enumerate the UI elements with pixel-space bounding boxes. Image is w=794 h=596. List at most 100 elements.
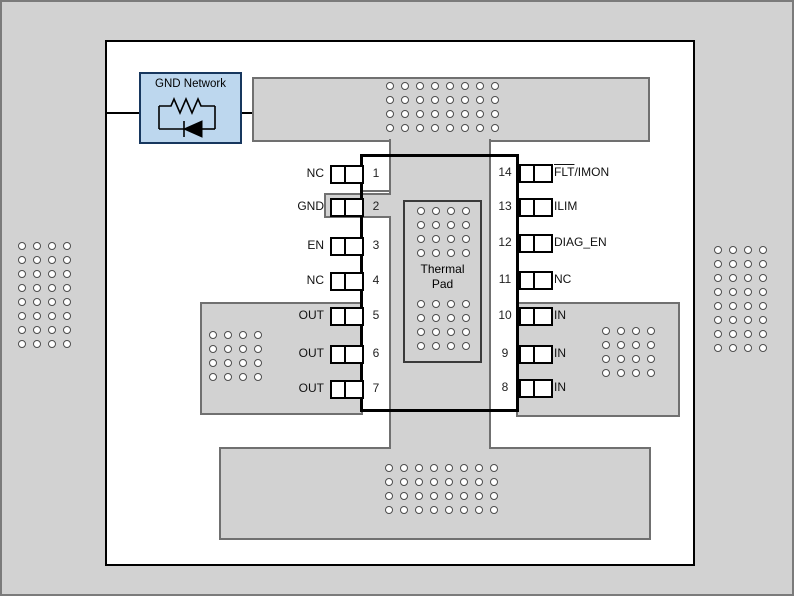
via (63, 242, 71, 250)
via (385, 464, 393, 472)
via (33, 340, 41, 348)
via (48, 340, 56, 348)
via (63, 326, 71, 334)
pad-divider (533, 200, 535, 215)
pin-number-2: 2 (372, 199, 380, 213)
pin-pad-9 (519, 345, 553, 364)
via (400, 506, 408, 514)
via (632, 327, 640, 335)
via (714, 302, 722, 310)
thermal-pad-label: Thermal Pad (420, 262, 465, 291)
via (430, 478, 438, 486)
via (759, 246, 767, 254)
via (461, 96, 469, 104)
via (759, 344, 767, 352)
pin-pad-13 (519, 198, 553, 217)
via (416, 96, 424, 104)
via (432, 328, 440, 336)
via (432, 300, 440, 308)
via (63, 312, 71, 320)
via (714, 288, 722, 296)
pin1-corner-outline (363, 157, 391, 192)
via (647, 327, 655, 335)
via (445, 492, 453, 500)
via (416, 124, 424, 132)
via (385, 478, 393, 486)
pin-label-8-in: IN (554, 380, 566, 394)
via (239, 373, 247, 381)
via (476, 96, 484, 104)
via (617, 369, 625, 377)
via (632, 369, 640, 377)
via (33, 256, 41, 264)
pin-pad-4 (330, 272, 364, 291)
via (729, 330, 737, 338)
via (385, 492, 393, 500)
pin-number-7: 7 (372, 381, 380, 395)
via (714, 330, 722, 338)
via (63, 284, 71, 292)
via (462, 314, 470, 322)
pin-label-12-diag-en: DIAG_EN (554, 235, 607, 249)
via (385, 506, 393, 514)
via (476, 124, 484, 132)
pin-pad-6 (330, 345, 364, 364)
pin-number-5: 5 (372, 308, 380, 322)
via (714, 260, 722, 268)
via (401, 82, 409, 90)
pin-number-12: 12 (498, 235, 512, 249)
via (490, 464, 498, 472)
via (759, 316, 767, 324)
pin-number-10: 10 (498, 308, 512, 322)
via (48, 256, 56, 264)
gnd-pour-stem-top (389, 139, 491, 157)
via (462, 221, 470, 229)
via (490, 506, 498, 514)
via (48, 242, 56, 250)
gnd-wire-right (242, 112, 252, 114)
via (602, 369, 610, 377)
via (729, 302, 737, 310)
via (744, 344, 752, 352)
via (400, 464, 408, 472)
via (224, 359, 232, 367)
via (33, 284, 41, 292)
via (446, 96, 454, 104)
gnd-wire-left (105, 112, 139, 114)
via (744, 246, 752, 254)
via (432, 342, 440, 350)
via (491, 124, 499, 132)
via (475, 464, 483, 472)
gnd-network-block: GND Network (139, 72, 242, 144)
pad-divider (533, 309, 535, 324)
pad-divider (344, 347, 346, 362)
via (48, 326, 56, 334)
via-array-top-pour-vias (386, 82, 500, 132)
via (432, 221, 440, 229)
via (460, 464, 468, 472)
pin-pad-1 (330, 165, 364, 184)
via (18, 256, 26, 264)
pin-label-5-out: OUT (298, 308, 324, 322)
via (447, 249, 455, 257)
pin-number-9: 9 (501, 346, 509, 360)
resistor-diode-circuit (158, 96, 216, 138)
via (417, 249, 425, 257)
via (33, 242, 41, 250)
via (602, 341, 610, 349)
via (759, 302, 767, 310)
pin-number-11: 11 (498, 272, 512, 286)
pin-number-3: 3 (372, 238, 380, 252)
pad-divider (533, 166, 535, 181)
pin-number-8: 8 (501, 380, 509, 394)
via (18, 270, 26, 278)
via (18, 242, 26, 250)
thermal-pour-stem-bottom (389, 409, 491, 449)
via (617, 341, 625, 349)
via (415, 464, 423, 472)
pin-pad-8 (519, 379, 553, 398)
via (602, 355, 610, 363)
via (18, 284, 26, 292)
via (490, 478, 498, 486)
via (744, 288, 752, 296)
